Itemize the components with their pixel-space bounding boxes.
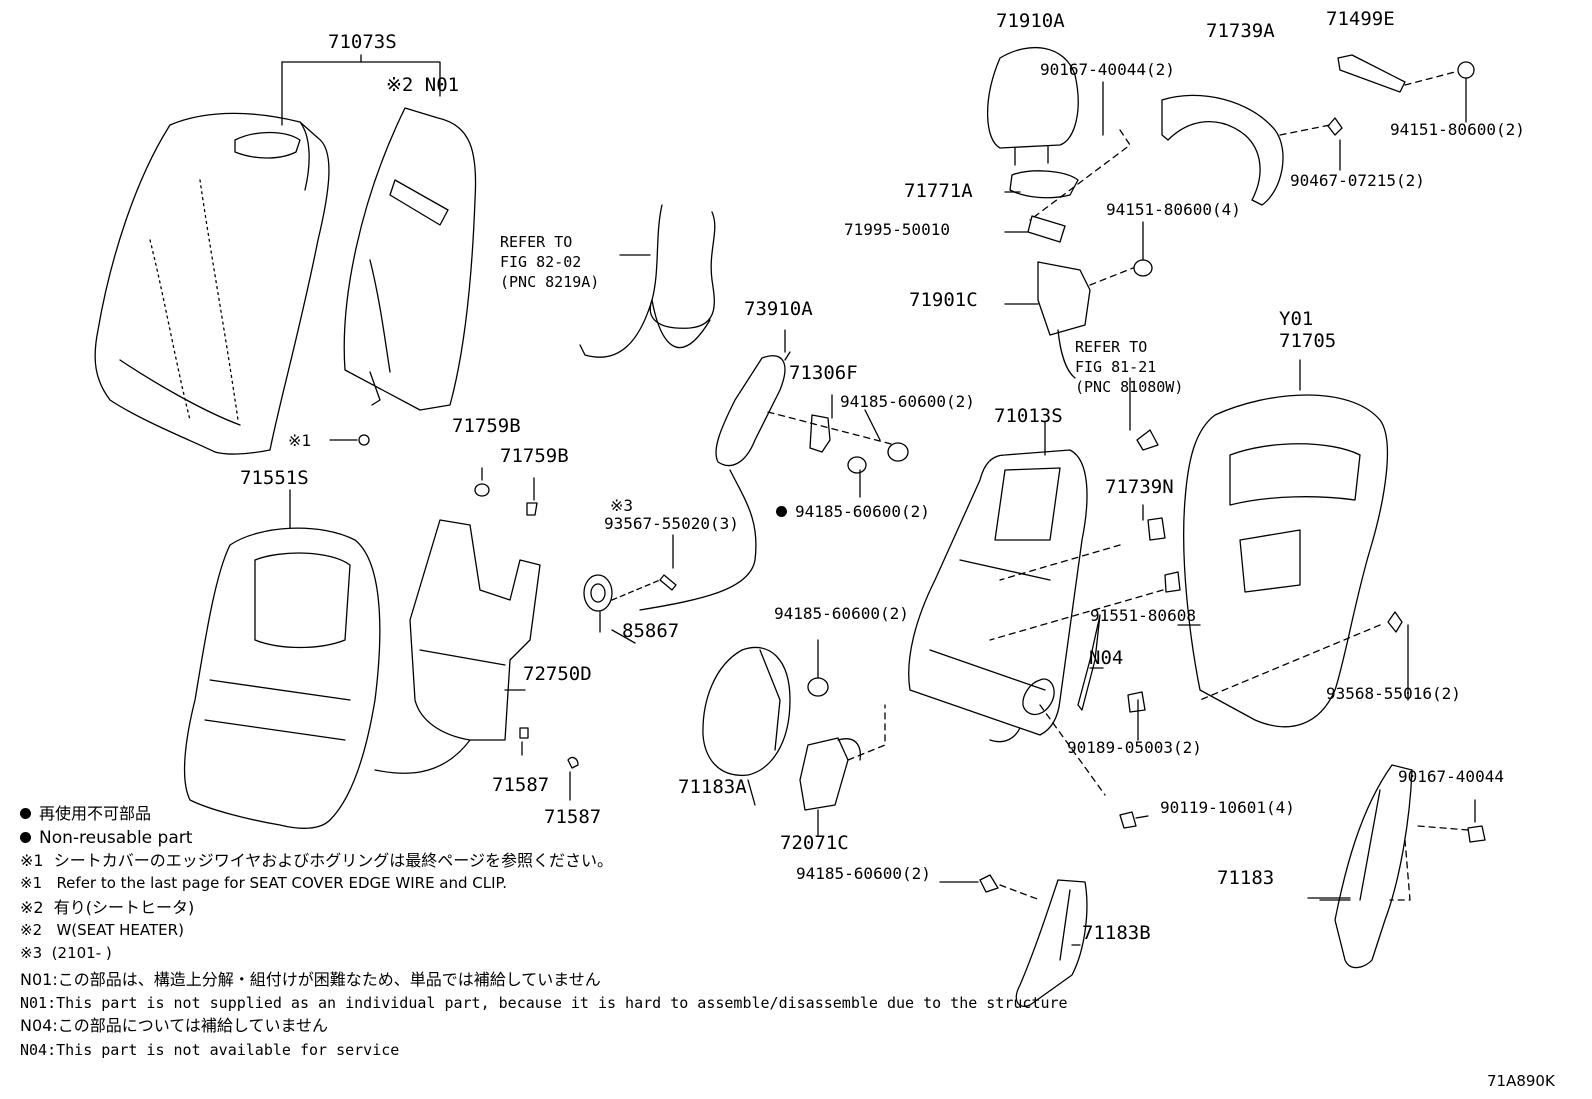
- part-label-71499e: 71499E: [1326, 8, 1395, 30]
- part-label-71073s: 71073S: [328, 31, 397, 53]
- part-label-94185-60600-2-c: 94185-60600(2): [774, 604, 909, 623]
- part-label-93567-55020-3: 93567-55020(3): [604, 514, 739, 533]
- part-label-y01: Y01: [1279, 308, 1314, 330]
- refer-fig-81-21: REFER TO FIG 81-21 (PNC 81080W): [1075, 338, 1184, 396]
- nonreusable-dot-icon: [20, 832, 31, 843]
- nonreusable-dot-icon: [776, 506, 787, 517]
- part-label-clip-note: ※1: [288, 431, 312, 450]
- part-label-71759b-b: 71759B: [500, 445, 569, 467]
- part-label-72750d: 72750D: [523, 663, 592, 685]
- side-cover-71183b-drawing: [1015, 879, 1088, 1007]
- note-1-en: ※1 Refer to the last page for SEAT COVER…: [20, 874, 508, 892]
- side-cover-71183a-drawing: [702, 646, 829, 776]
- part-label-85867: 85867: [622, 620, 680, 642]
- cushion-pad-drawing: [374, 483, 579, 774]
- nonreusable-dot-icon: [20, 808, 31, 819]
- part-label-71013s: 71013S: [994, 405, 1063, 427]
- side-trim-71183-drawing: [1319, 764, 1413, 969]
- part-label-71183: 71183: [1217, 867, 1275, 889]
- part-label-71183a: 71183A: [678, 776, 747, 798]
- part-label-93567-mark: ※3: [610, 496, 634, 515]
- part-label-94151-80600-2: 94151-80600(2): [1390, 120, 1525, 139]
- note-2-jp: ※2 有り(シートヒータ): [20, 898, 195, 917]
- headrest-drawing: [986, 46, 1079, 166]
- seatback-frame-drawing: [908, 421, 1106, 796]
- part-label-71705: 71705: [1279, 330, 1337, 352]
- hog-ring-drawing: [329, 434, 370, 446]
- seat-heater-drawing: [343, 107, 477, 411]
- part-label-71739n: 71739N: [1105, 476, 1174, 498]
- part-label-71183b: 71183B: [1082, 922, 1151, 944]
- note-1-jp: ※1 シートカバーのエッジワイヤおよびホグリングは最終ページを参照ください。: [20, 851, 613, 870]
- part-label-73910a: 73910A: [744, 298, 813, 320]
- part-label-72071c: 72071C: [780, 832, 849, 854]
- note-3: ※3 (2101- ): [20, 944, 112, 962]
- seatback-board-drawing: [1183, 359, 1389, 728]
- part-label-93568-55016-2: 93568-55016(2): [1326, 684, 1461, 703]
- module-72071c-drawing: [799, 704, 886, 811]
- bracket-71306f-drawing: [767, 411, 909, 474]
- note-n01-jp: N01:この部品は、構造上分解・組付けが困難なため、単品では補給していません: [20, 970, 601, 989]
- refer-fig-82-02: REFER TO FIG 82-02 (PNC 8219A): [500, 233, 600, 291]
- part-label-90467-07215-2: 90467-07215(2): [1290, 171, 1425, 190]
- part-label-91551-80608: 91551-80608: [1090, 606, 1196, 625]
- note-n01-en: N01:This part is not supplied as an indi…: [20, 994, 1068, 1012]
- note-n04-jp: N04:この部品については補給していません: [20, 1016, 328, 1035]
- part-label-94185-60600-2-d: 94185-60600(2): [796, 864, 931, 883]
- note-nonreusable-en: Non-reusable part: [20, 830, 192, 847]
- note-nonreusable-jp: 再使用不可部品: [20, 806, 151, 822]
- part-label-90167-40044-2: 90167-40044(2): [1040, 60, 1175, 79]
- headrest-guide-drawing: [1009, 129, 1131, 243]
- cover-71739a-drawing: [1161, 94, 1343, 206]
- seatback-cover-drawing: [94, 54, 441, 455]
- cushion-cover-drawing: [183, 489, 381, 829]
- part-label-90119-10601-4: 90119-10601(4): [1160, 798, 1295, 817]
- part-label-71759b-a: 71759B: [452, 415, 521, 437]
- part-label-71587-b: 71587: [544, 806, 602, 828]
- part-label-71910a: 71910A: [996, 10, 1065, 32]
- part-label-71306f: 71306F: [789, 362, 858, 384]
- part-label-n04: N04: [1089, 647, 1124, 669]
- strap-71499e-drawing: [1337, 54, 1475, 93]
- side-airbag-drawing: [639, 351, 791, 611]
- note-n04-en: N04:This part is not available for servi…: [20, 1041, 400, 1059]
- part-label-71771a: 71771A: [904, 180, 973, 202]
- note-2-en: ※2 W(SEAT HEATER): [20, 921, 184, 939]
- part-label-71587-a: 71587: [492, 774, 550, 796]
- part-label-71551s: 71551S: [240, 467, 309, 489]
- part-label-n01: ※2 N01: [386, 74, 460, 96]
- harness-drawing: [579, 204, 716, 358]
- part-label-71739a: 71739A: [1206, 20, 1275, 42]
- leader-lines: [481, 77, 1467, 946]
- figure-code: 71A890K: [1487, 1072, 1555, 1090]
- part-label-71901c: 71901C: [909, 289, 978, 311]
- fittings-drawing: [979, 517, 1486, 901]
- part-label-94185-60600-2-a: 94185-60600(2): [840, 392, 975, 411]
- part-label-94185-60600-2-b: 94185-60600(2): [776, 504, 930, 520]
- part-label-71995-50010: 71995-50010: [844, 220, 950, 239]
- sensor-85867-drawing: [583, 574, 677, 633]
- part-label-90167-40044: 90167-40044: [1398, 767, 1504, 786]
- part-label-94151-80600-4: 94151-80600(4): [1106, 200, 1241, 219]
- part-label-90189-05003-2: 90189-05003(2): [1067, 738, 1202, 757]
